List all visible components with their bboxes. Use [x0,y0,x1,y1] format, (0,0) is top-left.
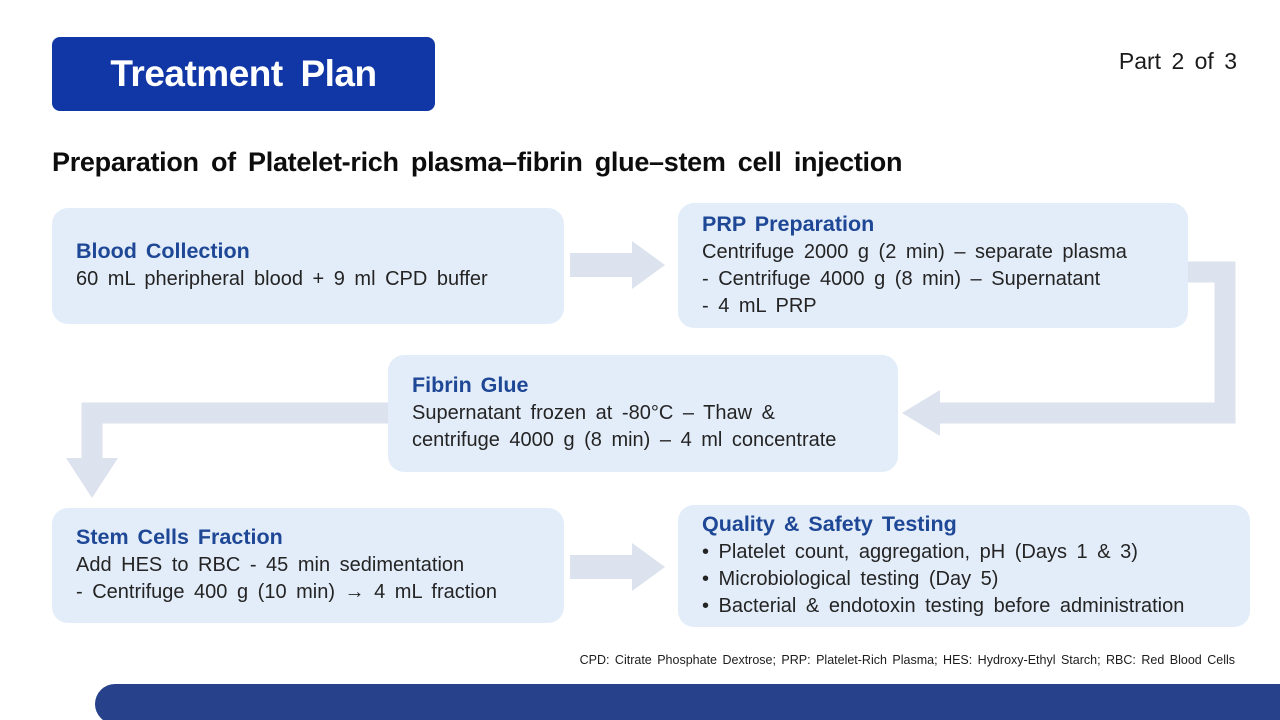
arrowhead-fibrin-to-stem-icon [66,458,118,498]
box-text-line: - Centrifuge 4000 g (8 min) – Supernatan… [702,267,1101,290]
box-text-line: Add HES to RBC - 45 min sedimentation [76,554,465,576]
box-text-line: Centrifuge 2000 g (2 min) – separate pla… [702,240,1127,263]
title-banner: Treatment Plan [52,37,435,111]
connector-fibrin-to-stem [81,402,390,462]
arrow-stem-to-quality-icon [570,543,665,591]
slide-title: Treatment Plan [110,53,377,94]
box-text-line: Supernatant frozen at -80°C – Thaw & [412,402,775,424]
section-heading: Preparation of Platelet-rich plasma–fibr… [52,147,903,177]
abbreviation-footnote: CPD: Citrate Phosphate Dextrose; PRP: Pl… [579,653,1235,667]
box-title: Blood Collection [76,239,250,263]
box-text-line: - Centrifuge 400 g (10 min) → 4 mL fract… [76,581,497,603]
box-title: Fibrin Glue [412,373,529,397]
box-title: PRP Preparation [702,211,875,236]
part-indicator: Part 2 of 3 [1118,48,1237,74]
arrowhead-prp-to-fibrin-icon [902,390,940,436]
connector-prp-to-fibrin [938,261,1236,424]
arrow-blood-to-prp-icon [570,241,665,289]
box-title: Stem Cells Fraction [76,525,283,549]
flow-box-fibrin-glue: Fibrin Glue Supernatant frozen at -80°C … [388,355,898,472]
footer-bar [95,684,1280,720]
box-text-line: • Platelet count, aggregation, pH (Days … [702,541,1138,563]
flow-box-quality-safety-testing: Quality & Safety Testing • Platelet coun… [678,505,1250,627]
box-text-line: 60 mL pheripheral blood + 9 ml CPD buffe… [76,268,488,290]
box-title: Quality & Safety Testing [702,512,957,536]
box-text-line: • Bacterial & endotoxin testing before a… [702,595,1185,617]
flow-box-blood-collection: Blood Collection 60 mL pheripheral blood… [52,208,564,324]
box-text-line: • Microbiological testing (Day 5) [702,568,999,590]
box-text-line: centrifuge 4000 g (8 min) – 4 ml concent… [412,429,837,451]
box-text-line: - 4 mL PRP [702,294,817,317]
flow-box-prp-preparation: PRP Preparation Centrifuge 2000 g (2 min… [678,203,1188,328]
flow-box-stem-cells-fraction: Stem Cells Fraction Add HES to RBC - 45 … [52,508,564,623]
